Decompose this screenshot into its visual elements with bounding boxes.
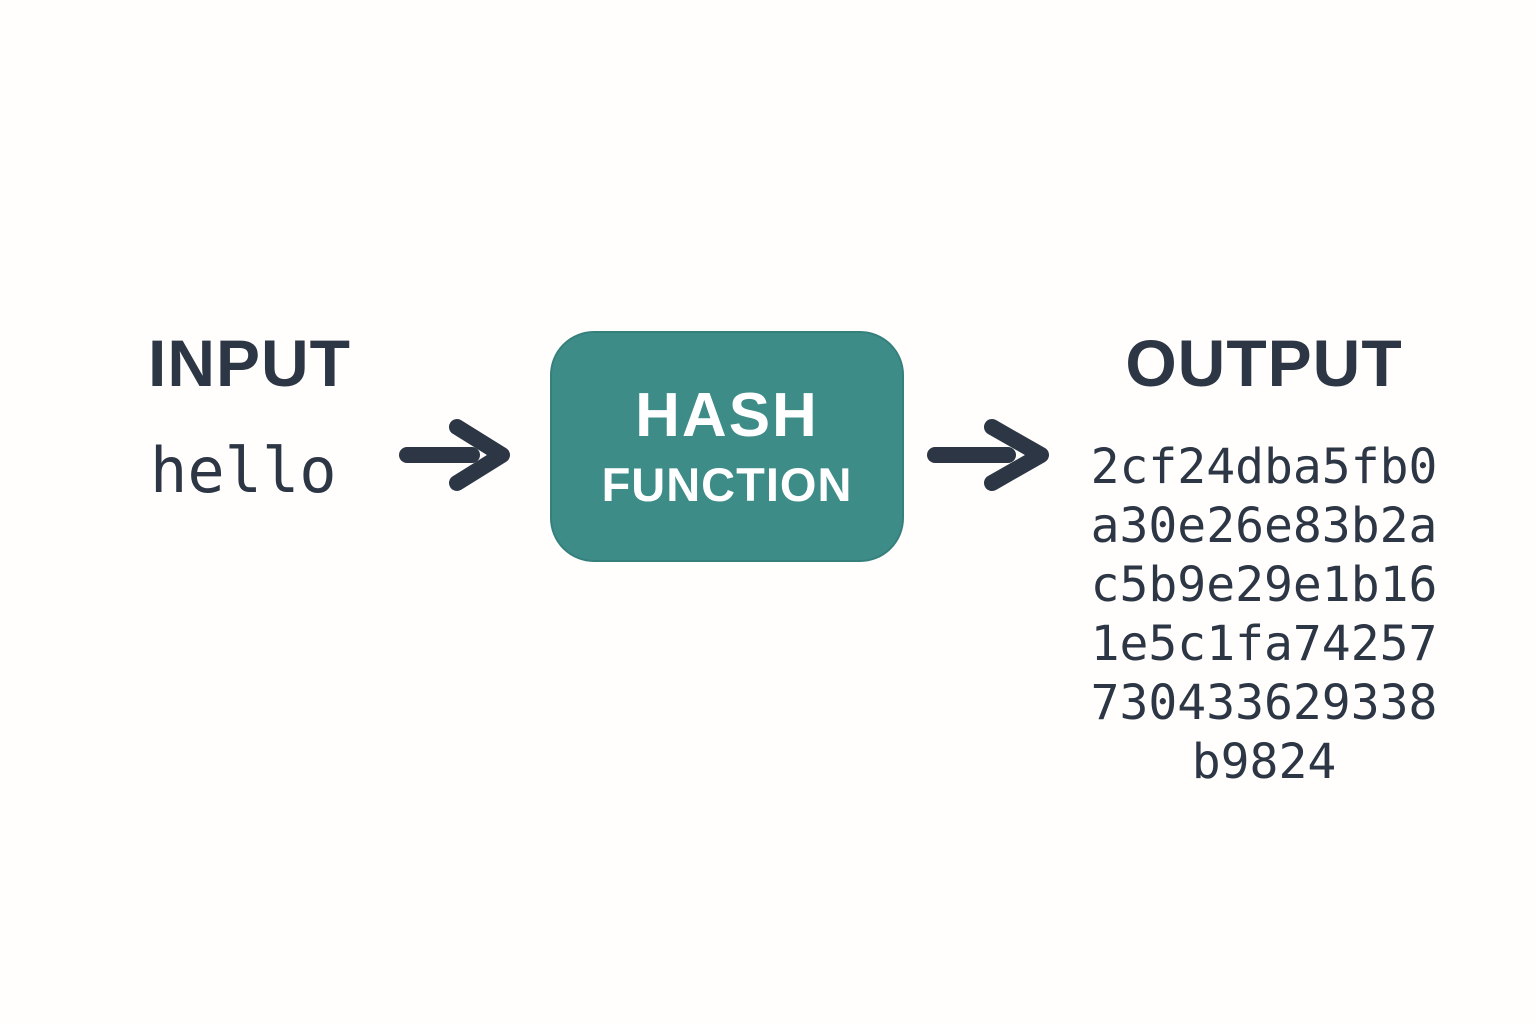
hash-box-title: HASH [635, 381, 819, 450]
output-hash-line: 730433629338 [1090, 675, 1438, 731]
output-hash-line: 2cf24dba5fb0 [1090, 439, 1438, 495]
output-label: OUTPUT [1125, 326, 1403, 400]
output-hash-line: c5b9e29e1b16 [1090, 557, 1438, 613]
output-group: OUTPUT 2cf24dba5fb0 a30e26e83b2a c5b9e29… [1080, 330, 1448, 792]
output-hash-line: a30e26e83b2a [1090, 498, 1438, 554]
output-hash-line: 1e5c1fa74257 [1090, 616, 1438, 672]
hash-function-box: HASH FUNCTION [550, 331, 904, 562]
arrow-right-icon [399, 419, 510, 491]
hash-box-subtitle: FUNCTION [601, 458, 853, 511]
output-hash-line: b9824 [1191, 734, 1337, 790]
input-value: hello [150, 434, 337, 507]
arrow-right-icon [927, 419, 1049, 491]
input-label: INPUT [148, 326, 351, 400]
output-hash-value: 2cf24dba5fb0 a30e26e83b2a c5b9e29e1b16 1… [1080, 438, 1448, 792]
